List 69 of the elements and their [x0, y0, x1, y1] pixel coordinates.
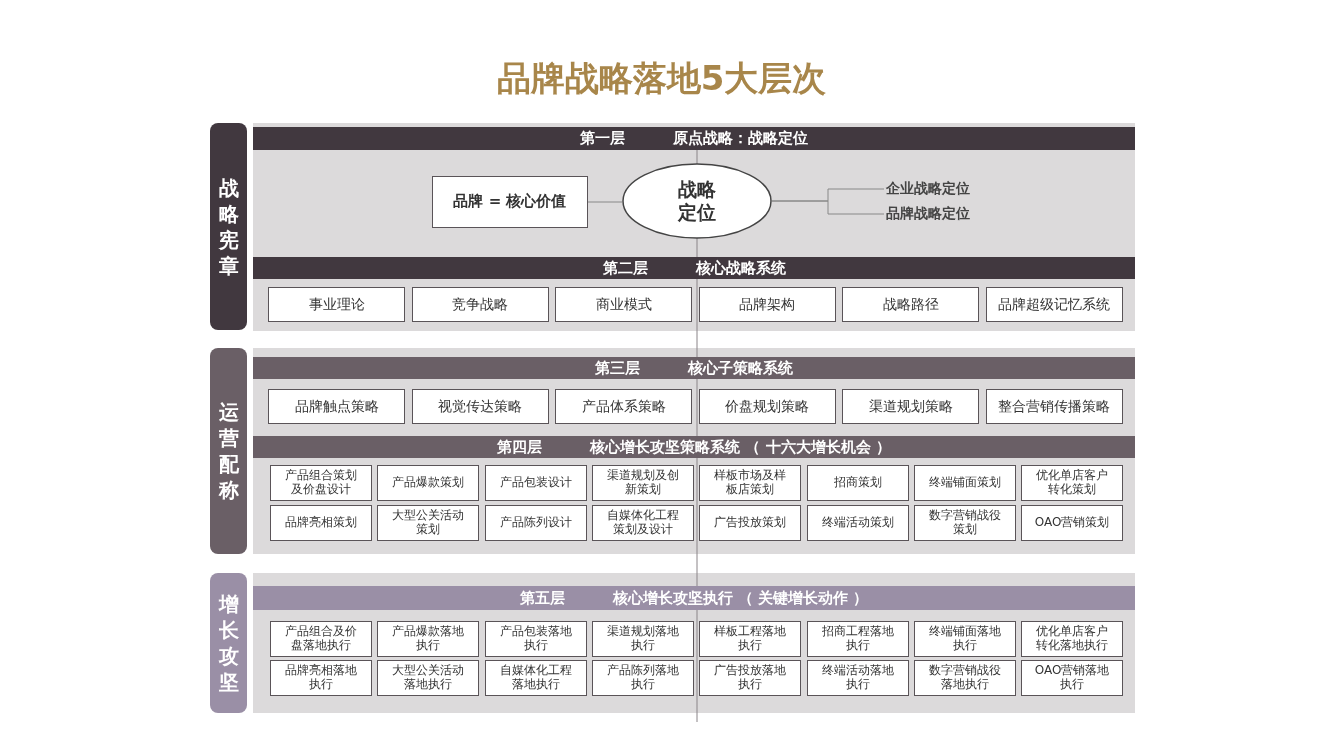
strategy-box: 数字营销战役落地执行	[913, 660, 1016, 696]
strategy-box: 终端铺面策划	[913, 465, 1016, 501]
strategy-box: 大型公关活动落地执行	[377, 660, 480, 696]
strategy-box: 商业模式	[555, 287, 692, 322]
layer-header-bar	[253, 436, 1135, 458]
strategy-box: 品牌超级记忆系统	[985, 287, 1123, 322]
layer-heading: 原点战略：战略定位	[673, 129, 808, 148]
layer-heading: 核心战略系统	[695, 258, 786, 278]
strategy-box: 广告投放落地执行	[699, 660, 802, 696]
strategy-box: 产品爆款策划	[377, 465, 480, 501]
strategy-box: 产品包装设计	[484, 465, 587, 501]
layer-heading: 第二层	[602, 258, 648, 278]
section-label: 增长攻坚	[210, 573, 247, 713]
diagram-title: 品牌战略落地5大层次	[495, 57, 828, 100]
layer-header-bar	[253, 127, 1135, 150]
section-label: 运营配称	[210, 348, 247, 554]
layer-heading: 核心子策略系统	[688, 358, 793, 378]
section-label: 战略宪章	[210, 123, 247, 330]
strategy-box: 招商策划	[806, 465, 909, 501]
strategy-box: 终端活动落地执行	[806, 660, 909, 696]
strategy-box: 产品组合及价盘落地执行	[270, 621, 372, 657]
strategy-box: OAO营销落地执行	[1021, 660, 1124, 696]
strategy-box: 品牌架构	[698, 287, 836, 322]
strategy-box: 产品组合策划及价盘设计	[270, 465, 372, 501]
strategy-box: 优化单店客户转化策划	[1021, 465, 1124, 501]
layer-heading: 第四层	[497, 437, 543, 457]
strategy-box: 渠道规划及创新策划	[591, 465, 694, 501]
strategy-box: 优化单店客户转化落地执行	[1021, 621, 1124, 657]
strategy-box: 产品陈列落地执行	[591, 660, 694, 696]
strategy-box: 产品体系策略	[555, 389, 692, 424]
strategy-box: 自媒体化工程策划及设计	[591, 505, 694, 541]
layer-header-bar	[253, 257, 1135, 279]
connector-line	[771, 200, 885, 215]
layer-heading: 第五层	[519, 588, 565, 608]
strategy-box: 数字营销战役策划	[913, 505, 1016, 541]
strategy-box: 广告投放策划	[699, 505, 802, 541]
strategy-box: 产品陈列设计	[484, 505, 587, 541]
strategy-box: 竞争战略	[411, 287, 549, 322]
strategy-box: 终端铺面落地执行	[913, 621, 1016, 657]
strategy-box: 整合营销传播策略	[985, 389, 1123, 424]
layer-heading: 第三层	[595, 358, 640, 378]
strategy-box: 品牌亮相落地执行	[270, 660, 372, 696]
layer-header-bar	[253, 586, 1135, 610]
strategy-box: 事业理论	[268, 287, 405, 322]
strategy-box: 大型公关活动策划	[377, 505, 480, 541]
label-text: 品牌战略定位	[886, 205, 986, 223]
strategy-box: 品牌触点策略	[268, 389, 405, 424]
layer-heading: 核心增长攻坚策略系统 （ 十六大增长机会 ）	[590, 437, 891, 457]
strategy-box: 终端活动策划	[806, 505, 909, 541]
strategy-box: 样板工程落地执行	[699, 621, 802, 657]
strategy-box: 招商工程落地执行	[806, 621, 909, 657]
connector-line	[587, 201, 623, 203]
layer-header-bar	[253, 357, 1135, 379]
strategy-box: OAO营销策划	[1021, 505, 1124, 541]
strategy-box: 品牌亮相策划	[270, 505, 372, 541]
ellipse-label: 战略定位	[677, 178, 717, 224]
strategy-box: 渠道规划策略	[842, 389, 979, 424]
strategy-box: 战略路径	[842, 287, 979, 322]
layer-heading: 第一层	[580, 129, 625, 148]
label-text: 企业战略定位	[886, 180, 986, 198]
strategy-box: 自媒体化工程落地执行	[484, 660, 587, 696]
strategy-box: 样板市场及样板店策划	[699, 465, 802, 501]
layer-heading: 核心增长攻坚执行 （ 关键增长动作 ）	[612, 588, 869, 608]
strategy-box: 产品爆款落地执行	[377, 621, 480, 657]
strategy-box: 产品包装落地执行	[484, 621, 587, 657]
strategy-box: 视觉传达策略	[411, 389, 549, 424]
strategy-box: 渠道规划落地执行	[591, 621, 694, 657]
strategy-box: 品牌 = 核心价值	[432, 176, 588, 228]
strategy-box: 价盘规划策略	[698, 389, 836, 424]
